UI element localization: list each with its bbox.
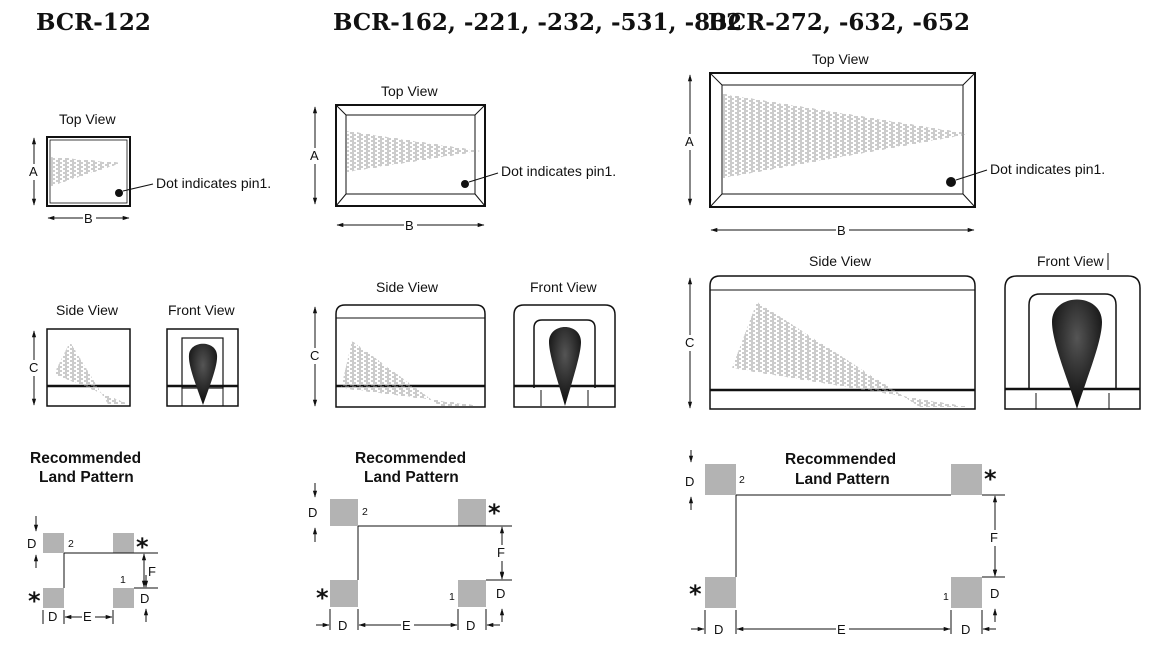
- land-pattern-title-1: Recommended: [30, 450, 141, 467]
- pin-1-label: 1: [449, 591, 455, 603]
- side-view-label: Side View: [376, 279, 439, 295]
- dim-b: B: [837, 223, 846, 238]
- pin-2-label: 2: [362, 506, 368, 518]
- dim-c: C: [29, 360, 38, 375]
- title-bcr-122: BCR-122: [36, 9, 151, 36]
- col3-front-view: Front View: [1004, 253, 1141, 410]
- col3-top-view: Top View Dot indicates pin1. A B: [684, 51, 1105, 238]
- dim-f: F: [990, 530, 998, 545]
- dim-d: D: [685, 474, 694, 489]
- side-view-label: Side View: [56, 302, 119, 318]
- top-view-label: Top View: [812, 51, 869, 67]
- pin1-note: Dot indicates pin1.: [156, 175, 271, 191]
- land-pattern-title-1: Recommended: [785, 451, 896, 468]
- front-view-label: Front View: [530, 279, 598, 295]
- col1-land-pattern: Recommended Land Pattern 2 1 * * D F D D…: [27, 450, 158, 624]
- col2-land-pattern: Recommended Land Pattern 2 1 * * D F D D…: [308, 450, 512, 633]
- col1-side-view: Side View C: [28, 302, 131, 407]
- land-pattern-title-1: Recommended: [355, 450, 466, 467]
- dim-d: D: [140, 591, 149, 606]
- pin1-marker: *: [488, 499, 501, 527]
- dim-d: D: [496, 586, 505, 601]
- title-bcr-162-group: BCR-162, -221, -232, -531, -802: [333, 9, 742, 36]
- land-pattern-title-2: Land Pattern: [795, 471, 890, 488]
- col3-land-pattern: Recommended Land Pattern 2 1 * * D F D D…: [685, 450, 1005, 637]
- dim-d: D: [27, 536, 36, 551]
- pin1-marker-alt: *: [28, 587, 41, 615]
- pin1-marker: *: [984, 465, 997, 493]
- dim-e: E: [83, 609, 92, 624]
- col2-side-view: Side View C: [309, 279, 486, 408]
- dim-a: A: [685, 134, 694, 149]
- top-view-label: Top View: [59, 111, 116, 127]
- land-pattern-title-2: Land Pattern: [39, 469, 134, 486]
- pin1-note: Dot indicates pin1.: [501, 163, 616, 179]
- land-pattern-title-2: Land Pattern: [364, 469, 459, 486]
- dim-d: D: [961, 622, 970, 637]
- dim-d: D: [714, 622, 723, 637]
- dim-a: A: [29, 164, 38, 179]
- pin1-marker-alt: *: [689, 580, 702, 608]
- dim-a: A: [310, 148, 319, 163]
- pin1-note: Dot indicates pin1.: [990, 161, 1105, 177]
- col1-top-view: Top View Dot indicates pin1. A B: [28, 111, 271, 226]
- dim-d: D: [308, 505, 317, 520]
- dim-d: D: [466, 618, 475, 633]
- title-bcr-272-group: BCR-272, -632, -652: [708, 9, 970, 36]
- col3-side-view: Side View C: [684, 253, 976, 410]
- dim-e: E: [402, 618, 411, 633]
- top-view-label: Top View: [381, 83, 438, 99]
- dim-d: D: [48, 609, 57, 624]
- pin-1-label: 1: [120, 574, 126, 586]
- dim-d: D: [338, 618, 347, 633]
- front-view-label: Front View: [168, 302, 236, 318]
- dim-f: F: [497, 545, 505, 560]
- dim-c: C: [685, 335, 694, 350]
- col2-top-view: Top View Dot indicates pin1. A B: [309, 83, 616, 233]
- pin-1-label: 1: [943, 591, 949, 603]
- pin1-marker: *: [136, 533, 149, 561]
- pin1-marker-alt: *: [316, 584, 329, 612]
- pin-2-label: 2: [739, 474, 745, 486]
- col1-front-view: Front View: [166, 302, 239, 407]
- front-view-label: Front View: [1037, 253, 1105, 269]
- dim-e: E: [837, 622, 846, 637]
- dim-d: D: [990, 586, 999, 601]
- dim-b: B: [84, 211, 93, 226]
- pin-2-label: 2: [68, 538, 74, 550]
- dim-f: F: [148, 564, 156, 579]
- side-view-label: Side View: [809, 253, 872, 269]
- dim-c: C: [310, 348, 319, 363]
- col2-front-view: Front View: [513, 279, 616, 408]
- dim-b: B: [405, 218, 414, 233]
